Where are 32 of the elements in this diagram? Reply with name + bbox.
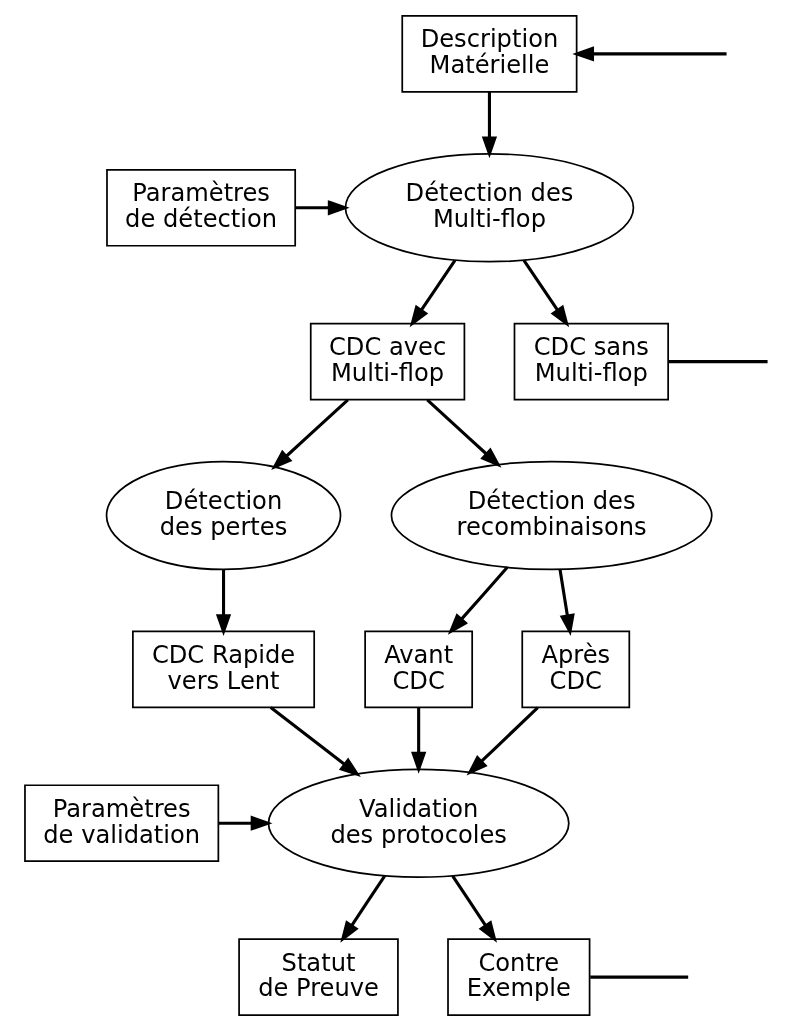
connector xyxy=(668,359,768,363)
arrow xyxy=(409,259,457,327)
node-ellipse: Détection des recombinaisons xyxy=(390,460,713,570)
node-box: Contre Exemple xyxy=(447,937,591,1016)
arrow xyxy=(466,705,539,776)
node-ellipse: Validation des protocoles xyxy=(267,767,570,878)
arrow xyxy=(340,874,387,943)
arrow xyxy=(426,398,502,468)
node-box: Paramètres de validation xyxy=(24,783,220,862)
arrow xyxy=(269,705,361,777)
node-box: Avant CDC xyxy=(364,630,474,708)
arrow xyxy=(218,815,273,831)
node-box: Statut de Preuve xyxy=(238,937,399,1016)
node-box: Paramètres de détection xyxy=(106,168,297,247)
arrow xyxy=(572,45,727,62)
arrow xyxy=(481,91,498,158)
arrow xyxy=(271,398,349,470)
arrow xyxy=(215,569,232,636)
arrow xyxy=(447,565,509,635)
arrow xyxy=(522,259,570,327)
node-box: Après CDC xyxy=(521,630,631,708)
arrow xyxy=(451,874,498,943)
arrow xyxy=(295,199,350,215)
node-ellipse: Détection des pertes xyxy=(105,460,342,570)
node-box: CDC avec Multi-flop xyxy=(309,322,466,400)
node-box: CDC sans Multi-flop xyxy=(513,322,669,400)
connector xyxy=(590,975,689,979)
arrow xyxy=(558,569,575,636)
node-box: Description Matérielle xyxy=(401,14,578,93)
node-box: CDC Rapide vers Lent xyxy=(132,630,316,708)
arrow xyxy=(411,707,427,774)
node-ellipse: Détection des Multi-flop xyxy=(344,152,635,263)
